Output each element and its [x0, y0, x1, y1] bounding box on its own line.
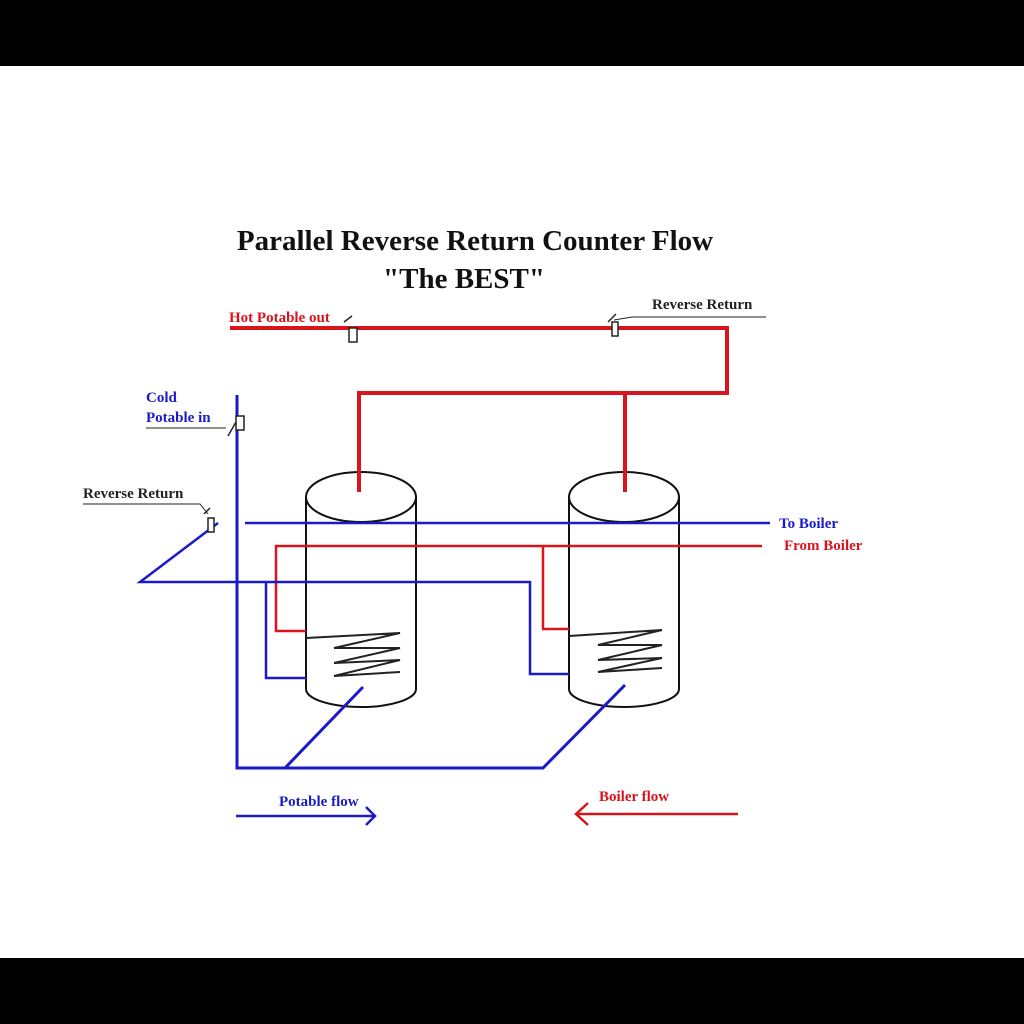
boiler-return-piping: [136, 521, 770, 680]
boiler-flow-label: Boiler flow: [599, 789, 669, 805]
reverse-return-top-label: Reverse Return: [652, 297, 753, 313]
reverse-return-left-label: Reverse Return: [83, 486, 184, 502]
valve-icon: [227, 415, 245, 437]
potable-flow-label: Potable flow: [279, 794, 359, 810]
cold-potable-label-line2: Potable in: [146, 410, 211, 426]
boiler-supply-piping: [274, 544, 762, 633]
valve-icon: [203, 507, 215, 533]
from-boiler-label: From Boiler: [784, 538, 863, 554]
diagram-title: Parallel Reverse Return Counter Flow: [237, 225, 713, 257]
bottom-black-bar: [0, 958, 1024, 1024]
coil-right: [568, 629, 663, 673]
hot-potable-out-label: Hot Potable out: [229, 310, 330, 326]
valve-icon: [343, 315, 358, 343]
coil-left: [305, 632, 401, 677]
hot-potable-piping: [230, 326, 729, 492]
label-leaders: [83, 316, 766, 515]
cold-potable-label-line1: Cold: [146, 390, 178, 406]
to-boiler-label: To Boiler: [779, 516, 838, 532]
diagram-canvas: [0, 66, 1024, 958]
tank-right: [568, 471, 680, 708]
potable-flow-arrow-icon: [236, 806, 377, 826]
diagram-subtitle: "The BEST": [383, 263, 545, 295]
boiler-flow-arrow-icon: [574, 802, 738, 826]
valve-icon: [607, 313, 619, 337]
top-black-bar: [0, 0, 1024, 66]
